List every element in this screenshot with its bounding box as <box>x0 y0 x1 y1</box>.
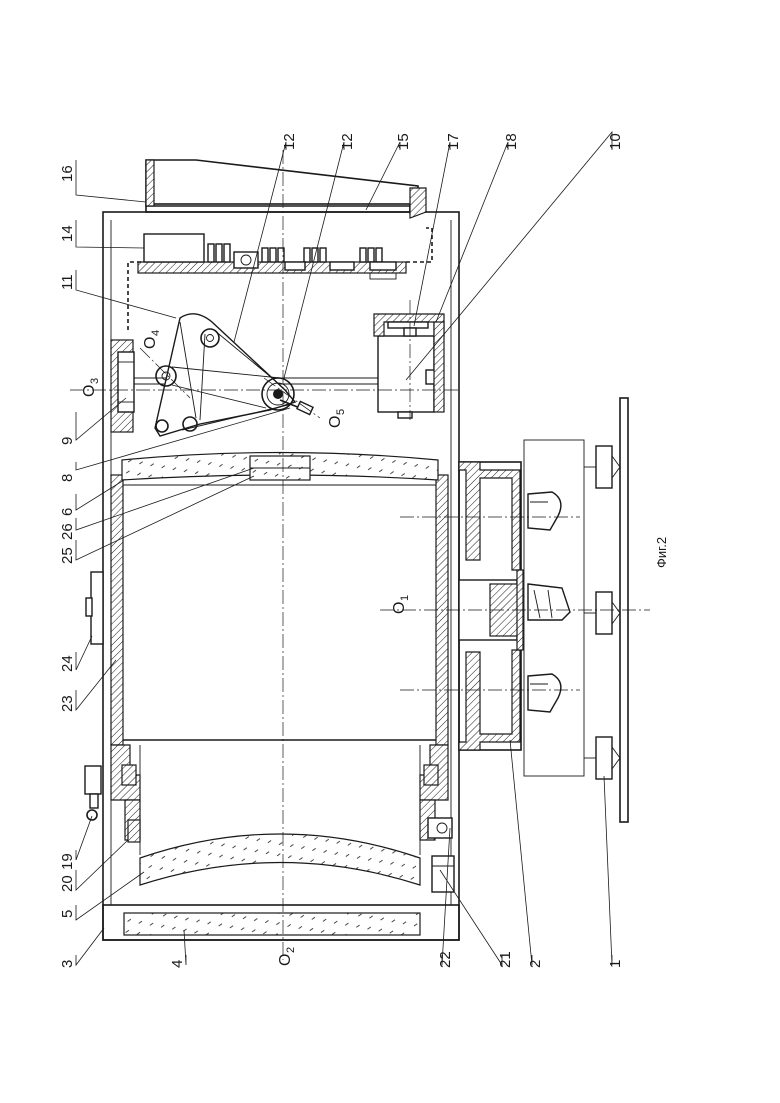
svg-text:O: O <box>277 954 294 966</box>
svg-text:O: O <box>391 602 408 614</box>
label-12: 12 <box>339 133 356 150</box>
label-11: 11 <box>59 274 76 290</box>
label-26: 26 <box>59 523 76 540</box>
primary-mirror <box>140 834 420 885</box>
label-23: 23 <box>59 695 76 712</box>
lens-tube <box>111 475 448 855</box>
svg-text:2: 2 <box>285 947 297 953</box>
label-16: 16 <box>59 165 76 182</box>
figure-caption: Фиг.2 <box>654 537 669 568</box>
svg-text:O: O <box>142 337 159 349</box>
cable-right <box>406 228 432 262</box>
label-6: 6 <box>59 508 76 516</box>
svg-text:O: O <box>327 416 344 428</box>
label-2: 2 <box>527 960 544 968</box>
label-9: 9 <box>59 437 76 445</box>
svg-text:5: 5 <box>335 409 347 415</box>
axis-label-o4: O 4 <box>142 330 162 349</box>
svg-text:O: O <box>81 385 98 397</box>
label-17: 17 <box>445 133 462 150</box>
clamps <box>528 492 570 712</box>
switch-24 <box>86 572 103 644</box>
label-3: 3 <box>59 960 76 968</box>
connector-19 <box>85 766 101 820</box>
label-8: 8 <box>59 474 76 482</box>
axis-label-o5: O 5 <box>327 409 347 428</box>
label-18: 18 <box>503 133 520 150</box>
axis-label-o3: O 3 <box>81 378 101 397</box>
svg-text:4: 4 <box>150 330 162 336</box>
label-19: 19 <box>59 853 76 870</box>
label-24: 24 <box>59 655 76 672</box>
front-window <box>124 913 420 935</box>
corrector-lens <box>122 453 438 481</box>
axis-label-o2: O 2 <box>277 947 297 966</box>
label-10: 10 <box>607 133 624 150</box>
label-15: 15 <box>395 133 412 150</box>
label-21: 21 <box>497 951 514 968</box>
drive-unit <box>374 300 444 420</box>
label-25: 25 <box>59 547 76 564</box>
axis-label-o1: O 1 <box>391 595 411 614</box>
pcb <box>138 234 406 279</box>
label-13: 12 <box>281 133 298 150</box>
label-14: 14 <box>59 225 76 242</box>
label-1: 1 <box>607 960 624 968</box>
label-4: 4 <box>169 960 186 968</box>
hood <box>146 160 426 218</box>
label-5: 5 <box>59 910 76 918</box>
label-22: 22 <box>437 951 454 968</box>
pcb-module <box>144 234 204 262</box>
svg-text:1: 1 <box>399 595 411 601</box>
label-20: 20 <box>59 875 76 892</box>
svg-text:3: 3 <box>89 378 101 384</box>
